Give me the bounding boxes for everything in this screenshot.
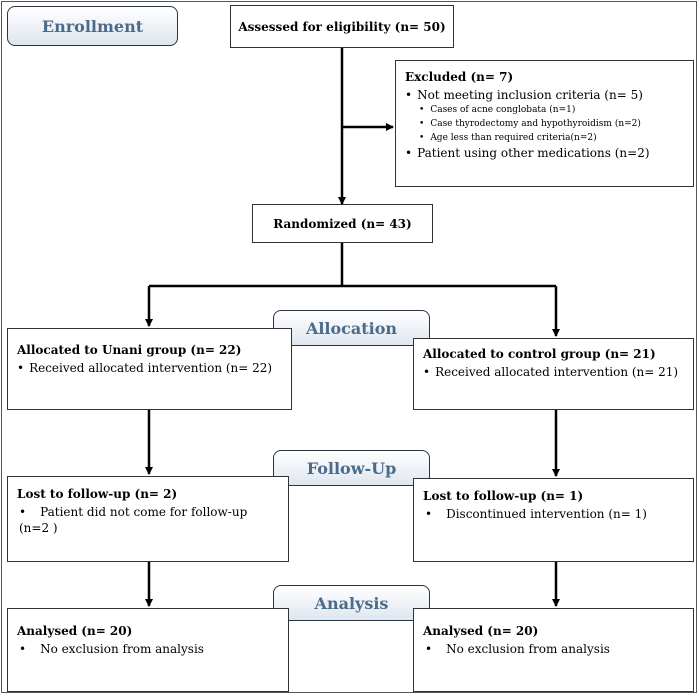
unani-allocated-box: Allocated to Unani group (n= 22) Receive…: [7, 328, 292, 410]
assessed-box: Assessed for eligibility (n= 50): [230, 5, 454, 48]
stage-allocation: Allocation: [273, 310, 430, 346]
unani-allocated-item: Received allocated intervention (n= 22): [17, 360, 282, 376]
unani-analysed-box: Analysed (n= 20) No exclusion from analy…: [7, 608, 289, 692]
randomized-box: Randomized (n= 43): [252, 204, 433, 243]
excluded-title: Excluded (n= 7): [405, 70, 514, 84]
excluded-item-criteria: Not meeting inclusion criteria (n= 5): [405, 87, 684, 103]
excluded-sub-item: Cases of acne conglobata (n=1): [405, 103, 684, 117]
stage-enrollment: Enrollment: [7, 6, 178, 46]
excluded-box: Excluded (n= 7) Not meeting inclusion cr…: [395, 60, 694, 187]
control-lost-box: Lost to follow-up (n= 1) Discontinued in…: [413, 478, 694, 562]
unani-lost-item: Patient did not come for follow-up (n=2 …: [17, 504, 279, 536]
unani-allocated-title: Allocated to Unani group (n= 22): [17, 343, 242, 357]
control-allocated-box: Allocated to control group (n= 21) Recei…: [413, 338, 694, 410]
control-analysed-box: Analysed (n= 20) No exclusion from analy…: [413, 608, 694, 692]
excluded-item-medications: Patient using other medications (n=2): [405, 145, 684, 161]
stage-followup: Follow-Up: [273, 450, 430, 486]
excluded-sub-item: Case thyrodectomy and hypothyroidism (n=…: [405, 117, 684, 131]
control-allocated-item: Received allocated intervention (n= 21): [423, 364, 684, 380]
unani-lost-box: Lost to follow-up (n= 2) Patient did not…: [7, 476, 289, 562]
control-lost-item: Discontinued intervention (n= 1): [423, 506, 684, 522]
unani-analysed-title: Analysed (n= 20): [17, 624, 133, 638]
unani-lost-title: Lost to follow-up (n= 2): [17, 487, 178, 501]
control-analysed-item: No exclusion from analysis: [423, 641, 684, 657]
unani-analysed-item: No exclusion from analysis: [17, 641, 279, 657]
control-analysed-title: Analysed (n= 20): [423, 624, 539, 638]
control-lost-title: Lost to follow-up (n= 1): [423, 489, 584, 503]
control-allocated-title: Allocated to control group (n= 21): [423, 347, 656, 361]
stage-analysis: Analysis: [273, 585, 430, 621]
excluded-sub-item: Age less than required criteria(n=2): [405, 131, 684, 145]
